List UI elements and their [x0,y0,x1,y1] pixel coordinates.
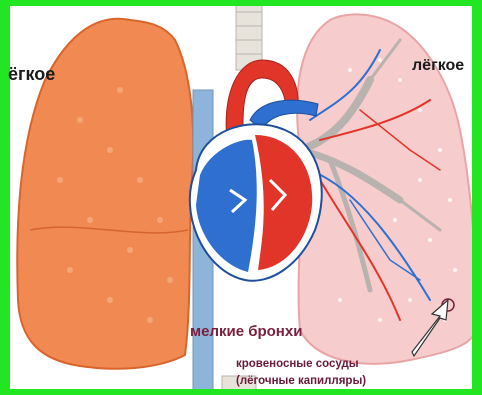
label-blood-vessels: кровеносные сосуды (лёгочные капилляры) [236,356,366,390]
label-vessels-line2: (лёгочные капилляры) [236,373,366,390]
label-vessels-line1: кровеносные сосуды [236,356,366,373]
trachea [236,0,262,70]
frame-border-right [472,0,482,395]
label-right-lung: лёгкое [412,57,464,75]
frame-border-left [0,0,10,395]
label-left-lung: ёгкое [8,64,55,85]
label-small-bronchi: мелкие бронхи [190,323,302,340]
frame-border-top [0,0,482,6]
